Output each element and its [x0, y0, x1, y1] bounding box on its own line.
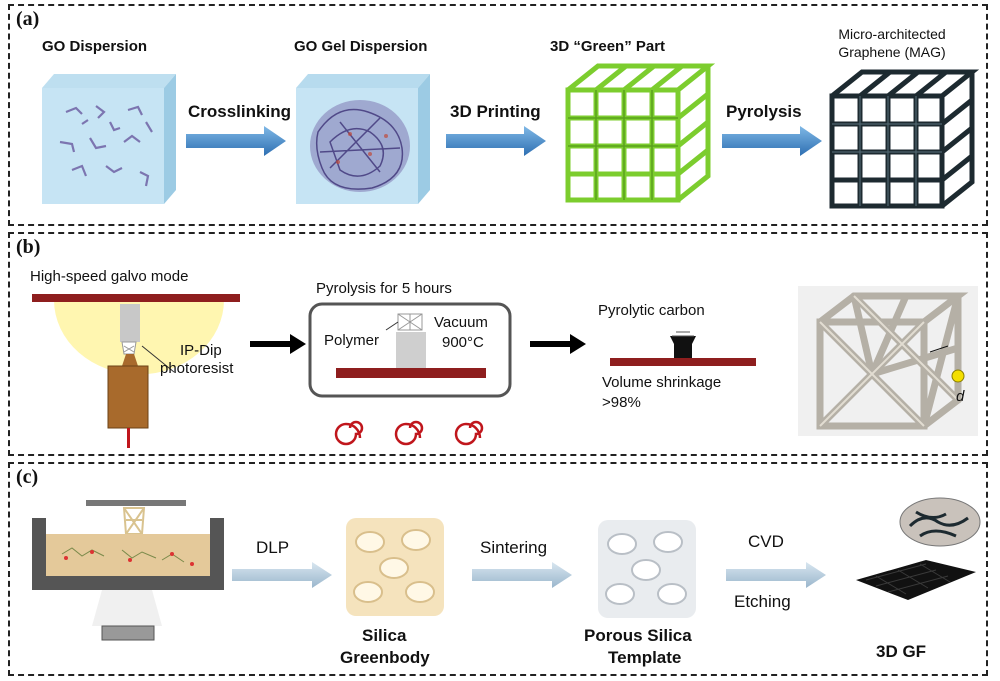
green-part-lattice: [565, 63, 716, 203]
arrow-pyrolysis: [722, 126, 822, 156]
3d-gf-label: 3D GF: [876, 642, 927, 661]
galvo-mode-label: High-speed galvo mode: [30, 268, 189, 285]
3d-printing-label: 3D Printing: [450, 102, 541, 121]
crosslinking-label: Crosslinking: [188, 102, 291, 121]
dlp-label: DLP: [256, 538, 290, 557]
greenbody-line2: Greenbody: [340, 648, 430, 667]
arrow-crosslinking: [186, 126, 286, 156]
panel-c-label: (c): [16, 466, 39, 488]
go-gel-cube: [296, 74, 430, 204]
etching-label: Etching: [734, 592, 791, 611]
photoresist-line2: photoresist: [160, 360, 234, 377]
arrow-sintering: [472, 562, 572, 588]
photoresist-line1: IP-Dip: [180, 342, 222, 359]
arrow-to-pyrolysis: [250, 334, 306, 354]
pyrolytic-carbon-label: Pyrolytic carbon: [598, 302, 705, 319]
sintering-label: Sintering: [480, 538, 548, 557]
vacuum-label: Vacuum: [434, 314, 488, 331]
green-part-label: 3D “Green” Part: [550, 38, 666, 55]
shrinkage-line2: >98%: [602, 394, 641, 411]
3d-gf-illustration: [856, 497, 981, 600]
mag-lattice: [829, 69, 980, 209]
go-gel-label: GO Gel Dispersion: [294, 38, 428, 55]
arrow-to-carbon: [530, 334, 586, 354]
arrow-cvd-etching: [726, 562, 826, 588]
pyrolysis-label: Pyrolysis: [726, 102, 802, 121]
octet-truss-illustration: [798, 286, 978, 436]
template-line2: Template: [608, 648, 682, 667]
panel-c: (c) DLP Silica Greenbody Sin: [8, 462, 988, 676]
panel-b: (b) High-speed galvo mode IP-Dip photore…: [8, 232, 988, 456]
shrinkage-line1: Volume shrinkage: [602, 374, 722, 391]
greenbody-line1: Silica: [362, 626, 407, 645]
panel-a: (a) GO Dispersion GO Gel Dispersion 3D “…: [8, 4, 988, 226]
arrow-dlp: [232, 562, 332, 588]
cvd-label: CVD: [748, 532, 784, 551]
arrow-3d-printing: [446, 126, 546, 156]
pyrolytic-carbon-illustration: [610, 331, 756, 366]
laser-setup-illustration: [32, 294, 240, 448]
pyrolysis-title: Pyrolysis for 5 hours: [316, 280, 452, 297]
go-dispersion-cube: [42, 74, 176, 204]
temperature-label: 900°C: [442, 334, 484, 351]
silica-greenbody-illustration: [346, 518, 444, 616]
polymer-label: Polymer: [324, 332, 380, 349]
dlp-vat-illustration: [32, 500, 224, 641]
d-label: d: [956, 388, 965, 405]
mag-label-line2: Graphene (MAG): [838, 44, 946, 60]
porous-silica-template-illustration: [598, 520, 696, 618]
go-dispersion-label: GO Dispersion: [42, 38, 148, 55]
panel-b-label: (b): [16, 236, 41, 258]
template-line1: Porous Silica: [584, 626, 692, 645]
panel-a-label: (a): [16, 8, 40, 30]
furnace-illustration: [308, 302, 512, 446]
mag-label-line1: Micro-architected: [838, 26, 946, 42]
